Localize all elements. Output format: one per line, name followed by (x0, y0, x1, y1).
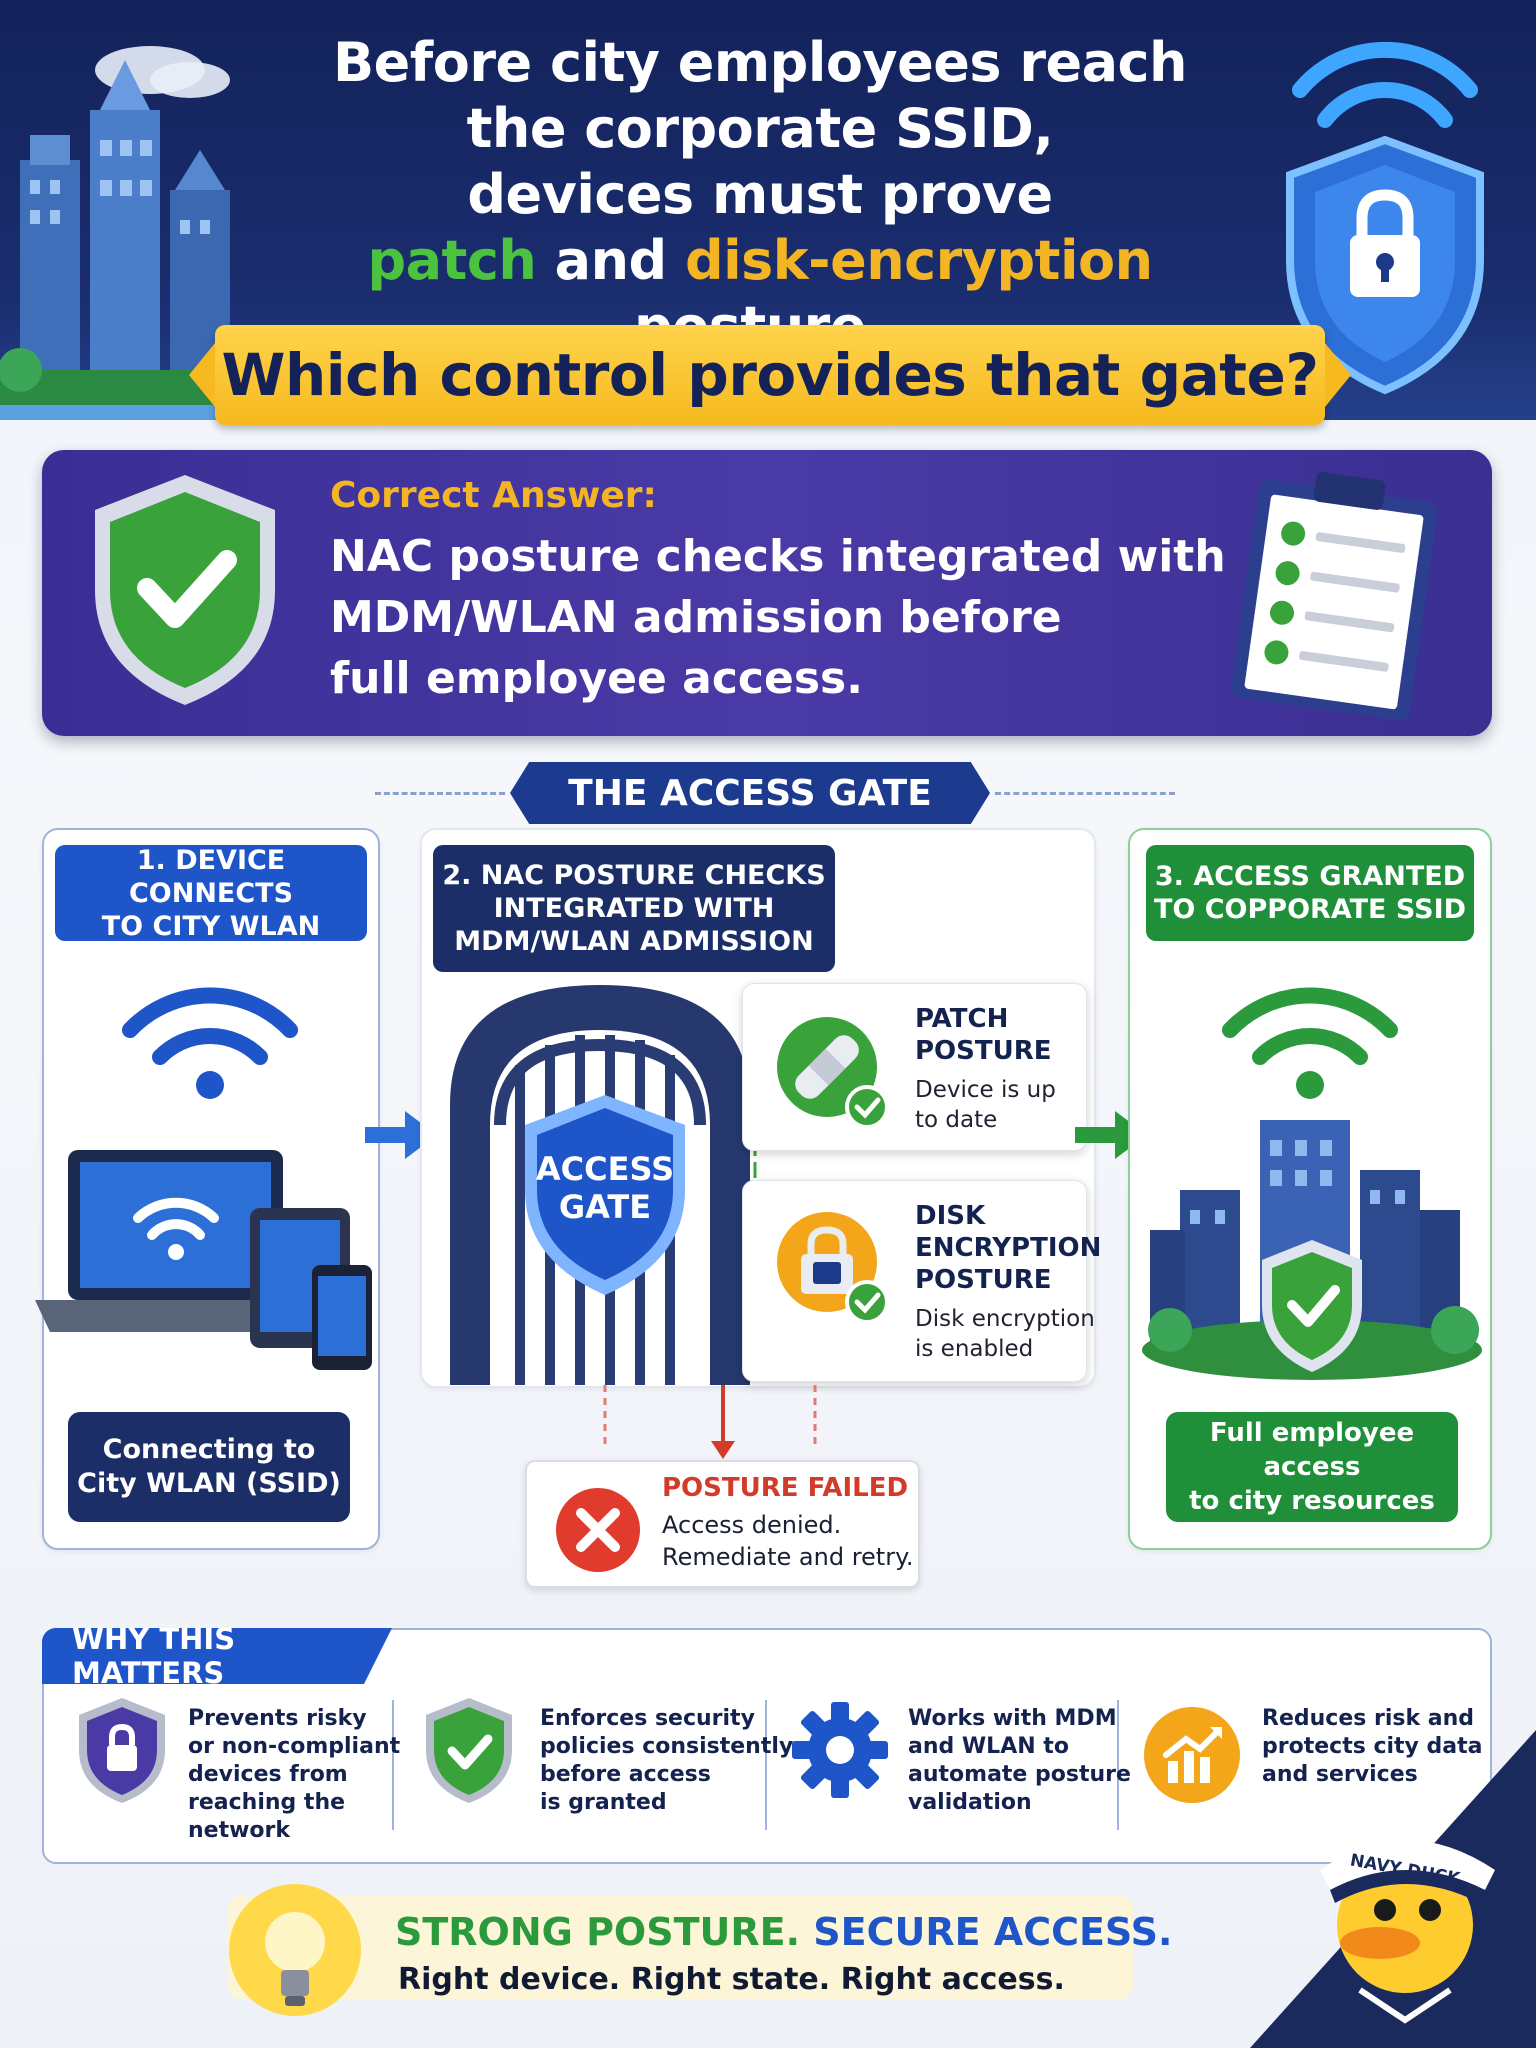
lock-shield-icon (79, 1698, 165, 1803)
why-item-1-line-5: network (188, 1818, 291, 1843)
fail-title: POSTURE FAILED (662, 1473, 909, 1503)
navy-duck-mascot-icon (1310, 1840, 1500, 2045)
answer-line-1: NAC posture checks integrated with (330, 531, 1226, 582)
why-item-2-text: Enforces security policies consistently … (540, 1705, 793, 1817)
why-item-2-line-3: before access (540, 1762, 711, 1787)
clipboard-checklist-icon (1231, 472, 1438, 721)
step-2-line-1: 2. NAC POSTURE CHECKS (442, 860, 826, 891)
wifi-shield-lock-icon (1286, 41, 1484, 395)
why-item-3-text: Works with MDM and WLAN to automate post… (908, 1705, 1131, 1817)
wifi-icon (122, 987, 298, 1099)
header-line-2: the corporate SSID, (466, 97, 1054, 160)
why-item-1-line-4: reaching the (188, 1790, 346, 1815)
why-item-2-line-1: Enforces security (540, 1706, 755, 1731)
disk-card-text: DISK ENCRYPTION POSTURE Disk encryption … (915, 1200, 1101, 1364)
why-divider-3 (1117, 1700, 1119, 1830)
disk-lock-check-icon (777, 1212, 889, 1324)
patch-title-line-1: PATCH (915, 1004, 1009, 1034)
answer-label: Correct Answer: (330, 475, 657, 516)
footer-banner (228, 1895, 1133, 2000)
why-item-4-line-1: Reduces risk and (1262, 1706, 1475, 1731)
disk-text-line-1: Disk encryption (915, 1306, 1095, 1332)
full-access-line-1: Full employee access (1209, 1418, 1415, 1482)
step-1-badge: 1. DEVICE CONNECTS TO CITY WLAN (55, 844, 367, 942)
error-x-icon (556, 1488, 640, 1572)
why-item-4-line-3: and services (1262, 1762, 1418, 1787)
disk-encryption-word: disk-encryption (684, 229, 1153, 292)
access-gate-title: THE ACCESS GATE (510, 762, 990, 824)
fail-connector (603, 1385, 817, 1459)
why-item-2-line-2: policies consistently (540, 1734, 794, 1759)
why-divider-2 (765, 1700, 767, 1830)
question-banner: Which control provides that gate? (189, 325, 1351, 425)
why-this-matters-title: WHY THIS MATTERS (42, 1628, 392, 1684)
full-access-pill: Full employee access to city resources (1166, 1412, 1458, 1522)
patch-text-line-2: to date (915, 1107, 998, 1133)
footer-slogan: STRONG POSTURE. SECURE ACCESS. (395, 1910, 1172, 1954)
why-item-3-line-2: and WLAN to (908, 1734, 1069, 1759)
gate-title-left-rule (375, 792, 505, 795)
why-item-4-text: Reduces risk and protects city data and … (1262, 1705, 1483, 1789)
lightbulb-icon (229, 1884, 361, 2016)
and-word: and (536, 229, 685, 292)
access-gate-shield-label: ACCESS GATE (515, 1150, 695, 1226)
step-3-line-2: TO COPPORATE SSID (1153, 894, 1467, 925)
connecting-pill-line-2: City WLAN (SSID) (77, 1468, 341, 1499)
step-2-line-2: INTEGRATED WITH (493, 893, 775, 924)
access-gate-shield-icon (525, 1095, 685, 1295)
question-text: Which control provides that gate? (221, 341, 1319, 409)
why-item-1-line-3: devices from (188, 1762, 348, 1787)
disk-title-line-2: ENCRYPTION (915, 1233, 1102, 1263)
why-item-2-line-4: is granted (540, 1790, 667, 1815)
fail-text-line-1: Access denied. (662, 1511, 842, 1539)
header-line-3: devices must prove (467, 163, 1053, 226)
why-item-4-line-2: protects city data (1262, 1734, 1483, 1759)
answer-line-3: full employee access. (330, 653, 863, 704)
disk-title-line-1: DISK (915, 1201, 986, 1231)
check-shield-icon (95, 475, 275, 705)
chart-icon (1144, 1707, 1240, 1803)
wifi-green-icon (1222, 987, 1398, 1099)
step-2-line-3: MDM/WLAN ADMISSION (454, 926, 814, 957)
gear-icon (792, 1702, 888, 1798)
shield-label-line-1: ACCESS (535, 1150, 675, 1188)
patch-text-line-1: Device is up (915, 1077, 1056, 1103)
step-2-badge: 2. NAC POSTURE CHECKS INTEGRATED WITH MD… (433, 845, 835, 972)
footer-strong-posture: STRONG POSTURE. (395, 1910, 801, 1954)
connecting-pill: Connecting to City WLAN (SSID) (68, 1412, 350, 1522)
patch-word: patch (367, 229, 537, 292)
disk-title-line-3: POSTURE (915, 1265, 1052, 1295)
why-item-3-line-1: Works with MDM (908, 1706, 1117, 1731)
answer-line-2: MDM/WLAN admission before (330, 592, 1062, 643)
why-item-3-line-4: validation (908, 1790, 1032, 1815)
footer-tagline: Right device. Right state. Right access. (398, 1962, 1065, 1997)
shield-label-line-2: GATE (558, 1188, 652, 1226)
step-1-line-1: 1. DEVICE CONNECTS (128, 844, 294, 909)
footer-secure-access: SECURE ACCESS. (813, 1910, 1173, 1954)
disk-text-line-2: is enabled (915, 1336, 1034, 1362)
gate-title-right-rule (995, 792, 1175, 795)
header-line-1: Before city employees reach (333, 31, 1187, 94)
why-item-1-line-1: Prevents risky (188, 1706, 367, 1731)
why-item-1-line-2: or non-compliant (188, 1734, 401, 1759)
city-shield-illustration (1142, 1120, 1482, 1380)
bandage-check-icon (777, 1017, 889, 1129)
full-access-line-2: to city resources (1189, 1486, 1435, 1516)
step-1-line-2: TO CITY WLAN (101, 910, 321, 942)
arrow-right-icon (365, 1111, 437, 1159)
why-item-3-line-3: automate posture (908, 1762, 1131, 1787)
check-shield-small-icon (426, 1698, 512, 1803)
why-item-1-text: Prevents risky or non-compliant devices … (188, 1705, 400, 1845)
step-3-badge: 3. ACCESS GRANTED TO COPPORATE SSID (1146, 845, 1474, 941)
step-3-line-1: 3. ACCESS GRANTED (1154, 861, 1466, 892)
why-divider-1 (392, 1700, 394, 1830)
fail-text-line-2: Remediate and retry. (662, 1543, 914, 1571)
patch-title-line-2: POSTURE (915, 1036, 1052, 1066)
devices-illustration (35, 1150, 372, 1370)
fail-card-text: POSTURE FAILED Access denied. Remediate … (662, 1473, 914, 1573)
patch-card-text: PATCH POSTURE Device is up to date (915, 1003, 1056, 1135)
connecting-pill-line-1: Connecting to (102, 1434, 316, 1465)
